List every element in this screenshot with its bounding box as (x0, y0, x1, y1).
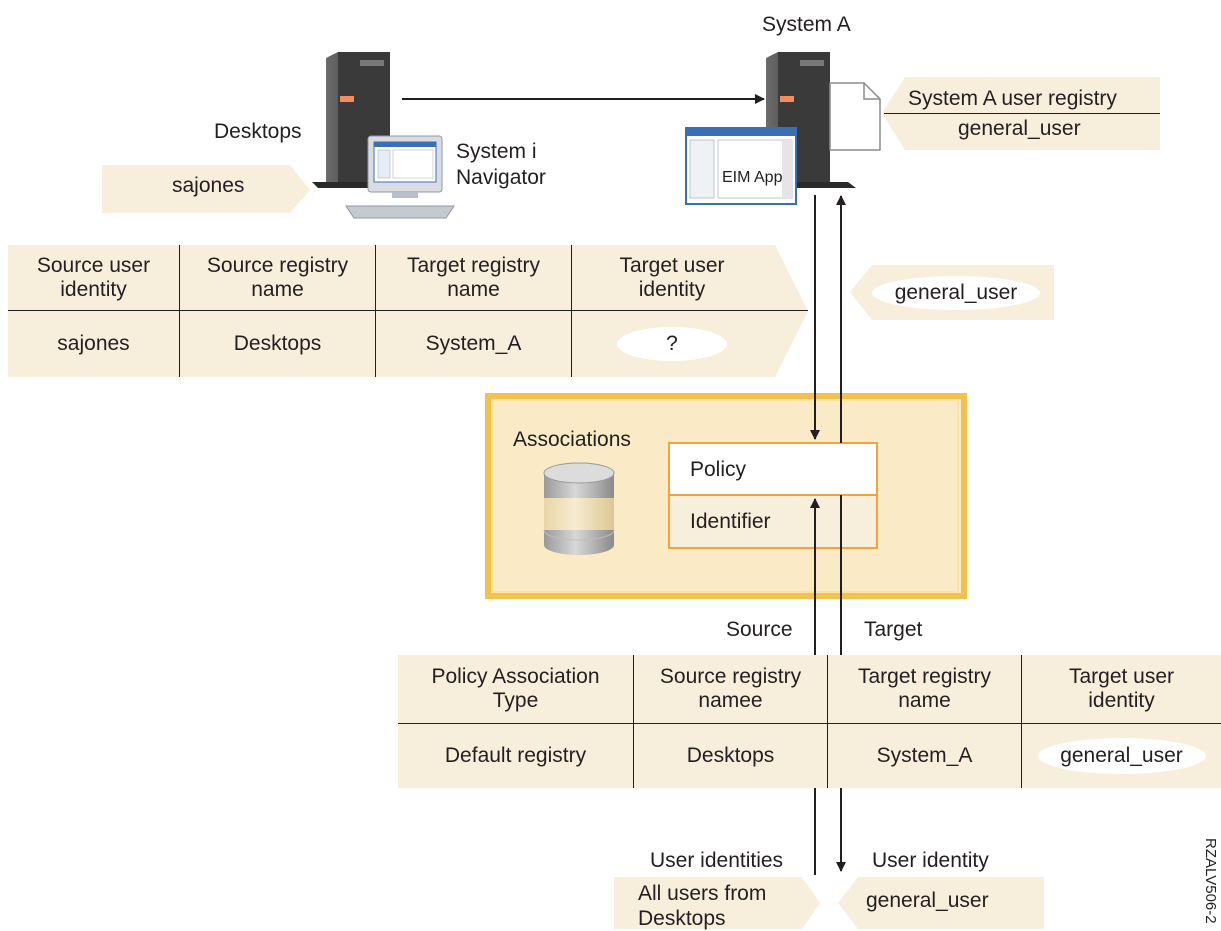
returned-user-tag: general_user (894, 281, 1018, 304)
navigator-label-line2: Navigator (456, 166, 546, 189)
system-a-label: System A (762, 13, 851, 36)
user-identities-label: User identities (650, 849, 784, 872)
user-identity-label: User identity (872, 849, 989, 872)
all-users-tag-line2: Desktops (638, 907, 726, 930)
eim-app-label: EIM App (722, 169, 783, 186)
general-user-banner (838, 877, 1044, 929)
associations-inner-frame (491, 399, 959, 593)
lookup-cell-target-registry: System_A (376, 311, 572, 377)
registry-divider (884, 113, 1160, 114)
policy-cell-source-registry: Desktops (634, 724, 828, 788)
registry-title: System A user registry (908, 87, 1117, 110)
sajones-tag: sajones (172, 174, 245, 197)
policy-cell-target-user: general_user (1022, 724, 1221, 788)
source-label: Source (726, 618, 793, 641)
target-label: Target (864, 618, 923, 641)
policy-label: Policy (690, 458, 747, 481)
navigator-workstation-icon (345, 135, 455, 219)
policy-cell-type: Default registry (398, 724, 634, 788)
all-users-banner (614, 877, 820, 929)
figure-code: RZALV506-2 (1202, 838, 1219, 924)
returned-user-pill: general_user (872, 276, 1040, 310)
database-icon (543, 462, 615, 555)
policy-cell-target-registry: System_A (828, 724, 1022, 788)
sajones-tag-banner (102, 165, 310, 213)
general-user-tag: general_user (866, 889, 989, 912)
identifier-box (668, 494, 878, 549)
registry-value: general_user (958, 117, 1081, 140)
all-users-tag-line1: All users from (638, 882, 767, 905)
lookup-cell-source-user: sajones (8, 311, 180, 377)
lookup-cell-source-registry: Desktops (180, 311, 376, 377)
desktops-label: Desktops (214, 120, 302, 143)
all-users-tag: All users from Desktops (638, 881, 766, 931)
lookup-table-banner (8, 245, 808, 377)
eim-app-window-icon (685, 127, 797, 205)
associations-title: Associations (513, 428, 631, 451)
identifier-label: Identifier (690, 510, 771, 533)
lookup-cell-target-user: ? (572, 311, 808, 377)
general-user-pill: general_user (1037, 738, 1206, 774)
policy-table-banner (398, 655, 1221, 788)
navigator-label-line1: System i (456, 140, 537, 163)
unknown-user-pill: ? (617, 327, 727, 361)
registry-document-icon (829, 82, 881, 151)
